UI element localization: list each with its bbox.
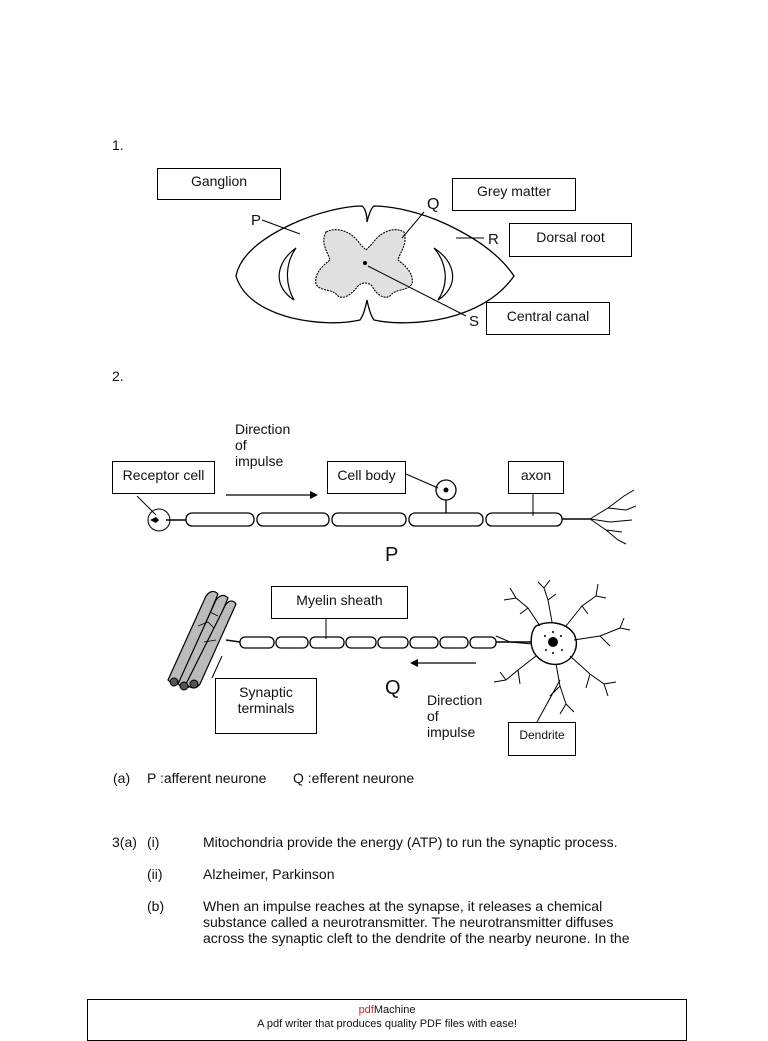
synaptic-terminals-label-box: Synaptic terminals — [215, 678, 317, 734]
pdfmachine-tagline: A pdf writer that produces quality PDF f… — [257, 1018, 517, 1030]
axon-label: axon — [520, 467, 552, 483]
receptor-cell-label: Receptor cell — [122, 467, 205, 483]
answer-2a-part: (a) — [113, 770, 131, 786]
dorsal-root-label: Dorsal root — [536, 229, 605, 245]
brand-machine: Machine — [373, 1004, 416, 1016]
question-2-number: 2. — [112, 368, 124, 384]
brand-pdf: pdf — [358, 1004, 374, 1016]
dorsal-root-label-box: Dorsal root — [509, 223, 632, 257]
terminals-label: terminals — [237, 700, 295, 717]
of-word: of — [427, 708, 439, 725]
neurone-q-label: Q — [385, 677, 401, 699]
of-word: of — [235, 437, 247, 454]
answer-2a-q: Q :efferent neurone — [293, 770, 415, 786]
cell-body-label-box: Cell body — [327, 461, 406, 494]
letter-p: P — [251, 212, 262, 229]
myelin-sheath-label: Myelin sheath — [296, 592, 383, 608]
impulse-word: impulse — [235, 453, 284, 470]
answer-3a-i-label: (i) — [147, 834, 160, 850]
answer-3b-text: When an impulse reaches at the synapse, … — [203, 898, 630, 946]
letter-s: S — [469, 313, 480, 330]
pdfmachine-brand: pdfMachine — [88, 1004, 686, 1016]
letter-q: Q — [427, 196, 440, 213]
direction-of-impulse-top: Direction of impulse — [235, 421, 290, 469]
answer-3b-line: When an impulse reaches at the synapse, … — [203, 898, 603, 914]
question-3a-number: 3(a) — [112, 834, 137, 850]
pdfmachine-banner[interactable]: pdfMachine A pdf writer that produces qu… — [87, 999, 687, 1041]
direction-word: Direction — [235, 421, 291, 437]
grey-matter-label: Grey matter — [477, 183, 551, 199]
answer-3a-ii-text: Alzheimer, Parkinson — [203, 866, 335, 882]
impulse-word: impulse — [427, 724, 476, 741]
grey-matter-label-box: Grey matter — [452, 178, 576, 211]
letter-r: R — [488, 231, 499, 248]
answer-3b-line: substance called a neurotransmitter. The… — [203, 914, 614, 930]
answer-2a-p: P :afferent neurone — [147, 770, 267, 786]
direction-word: Direction — [427, 692, 483, 708]
receptor-cell-label-box: Receptor cell — [112, 461, 215, 494]
neurone-p-label: P — [385, 544, 399, 566]
central-canal-label: Central canal — [506, 308, 590, 324]
dendrite-label: Dendrite — [519, 728, 565, 742]
myelin-sheath-label-box: Myelin sheath — [271, 586, 408, 619]
answer-3a-ii-label: (ii) — [147, 866, 163, 882]
answer-3a-i-text: Mitochondria provide the energy (ATP) to… — [203, 834, 618, 850]
direction-of-impulse-bottom: Direction of impulse — [427, 692, 482, 740]
answer-3b-line: across the synaptic cleft to the dendrit… — [203, 930, 630, 946]
question-1-number: 1. — [112, 137, 124, 153]
synaptic-label: Synaptic — [239, 684, 293, 700]
dendrite-label-box: Dendrite — [508, 722, 576, 756]
ganglion-label: Ganglion — [190, 173, 248, 189]
cell-body-label: Cell body — [337, 467, 396, 483]
central-canal-label-box: Central canal — [486, 302, 610, 335]
ganglion-label-box: Ganglion — [157, 168, 281, 200]
answer-3b-label: (b) — [147, 898, 165, 914]
axon-label-box: axon — [508, 461, 564, 494]
